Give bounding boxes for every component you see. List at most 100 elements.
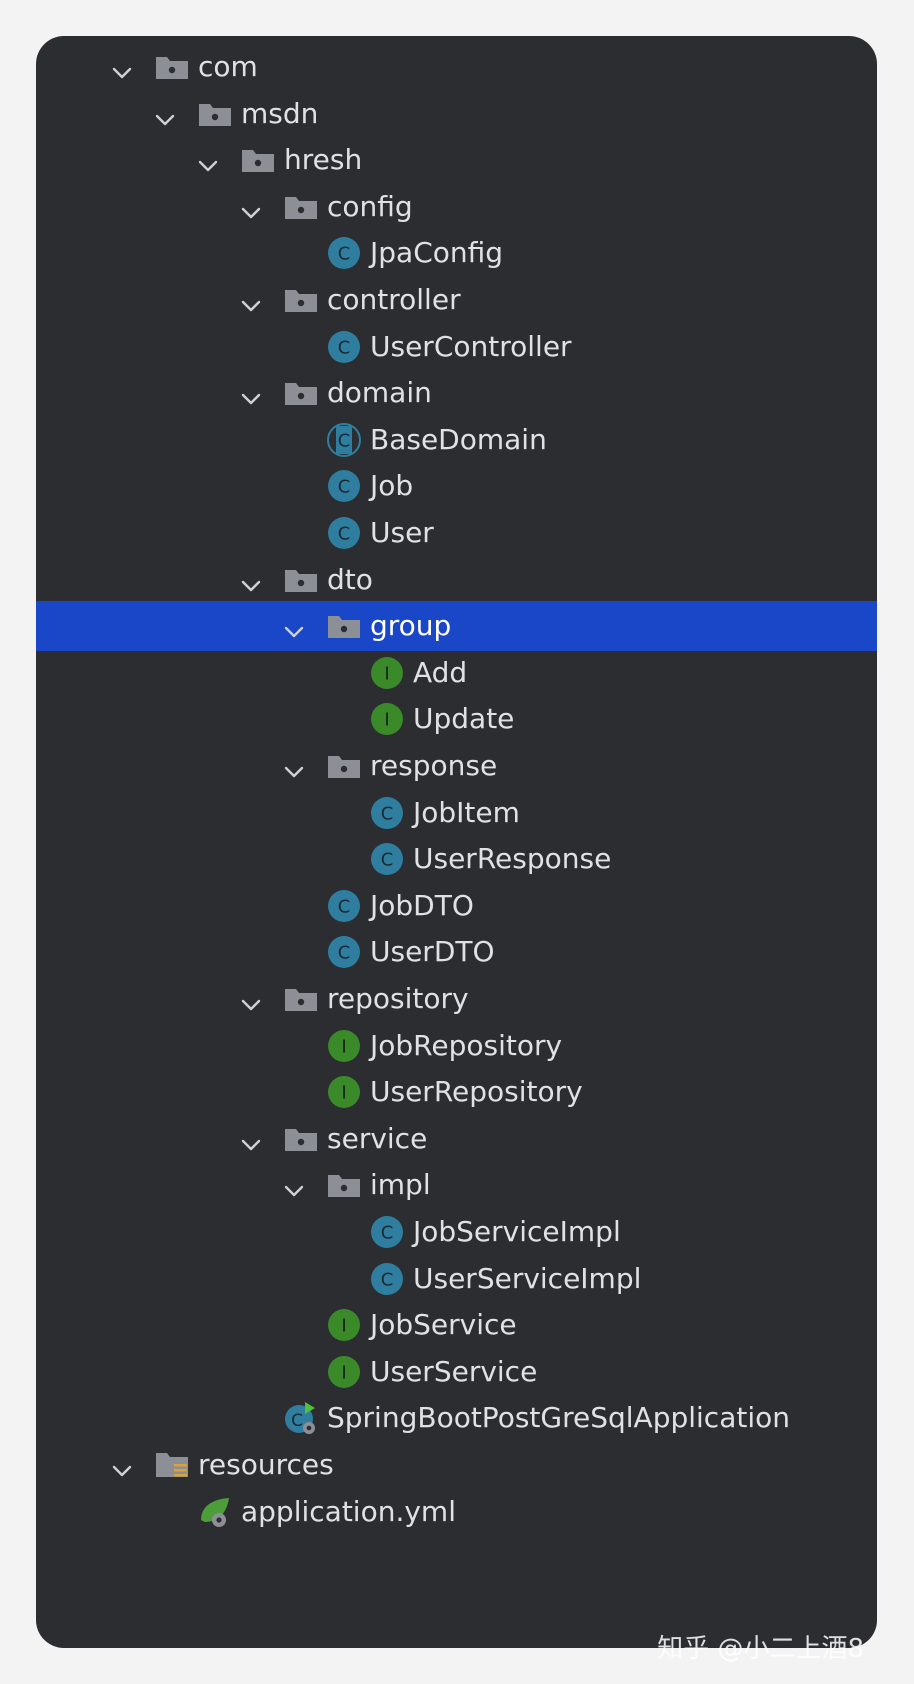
- tree-node-label: UserRepository: [370, 1075, 583, 1109]
- chevron-down-icon[interactable]: [155, 104, 175, 125]
- chevron-down-icon[interactable]: [198, 150, 218, 172]
- class-icon: C: [326, 468, 362, 504]
- tree-node-label: domain: [327, 376, 432, 410]
- spring-config-file-icon: [197, 1494, 233, 1530]
- tree-node-add[interactable]: I Add: [36, 648, 877, 698]
- tree-node-label: SpringBootPostGreSqlApplication: [327, 1401, 790, 1435]
- chevron-down-icon[interactable]: [241, 383, 261, 405]
- package-folder-icon: [197, 96, 233, 132]
- chevron-down-icon[interactable]: [241, 290, 261, 312]
- tree-node-controller[interactable]: controller: [36, 275, 877, 325]
- watermark: 知乎 @小二上酒8: [657, 1634, 864, 1664]
- tree-node-jobdto[interactable]: C JobDTO: [36, 881, 877, 931]
- package-folder-icon: [240, 142, 276, 178]
- svg-text:C: C: [381, 1223, 394, 1244]
- tree-node-label: dto: [327, 562, 373, 596]
- svg-text:C: C: [338, 896, 351, 917]
- tree-node-job[interactable]: C Job: [36, 461, 877, 511]
- tree-node-jobrepository[interactable]: I JobRepository: [36, 1021, 877, 1071]
- package-folder-icon: [326, 608, 362, 644]
- class-icon: C: [326, 934, 362, 970]
- tree-node-impl[interactable]: impl: [36, 1160, 877, 1210]
- tree-node-domain[interactable]: domain: [36, 368, 877, 418]
- tree-node-springbootpostgresqlapplication[interactable]: C SpringBootPostGreSqlApplication: [36, 1393, 877, 1443]
- tree-node-label: JpaConfig: [370, 236, 504, 270]
- svg-text:C: C: [381, 803, 394, 824]
- package-folder-icon: [283, 1121, 319, 1157]
- tree-node-user[interactable]: C User: [36, 508, 877, 558]
- svg-text:I: I: [341, 1036, 346, 1057]
- tree-node-label: User: [370, 516, 434, 549]
- svg-text:I: I: [341, 1362, 346, 1383]
- tree-node-label: BaseDomain: [370, 422, 547, 456]
- tree-node-label: JobDTO: [370, 888, 474, 922]
- chevron-down-icon[interactable]: [284, 1175, 304, 1197]
- tree-node-msdn[interactable]: msdn: [36, 89, 877, 139]
- tree-node-label: UserServiceImpl: [413, 1261, 642, 1295]
- svg-text:C: C: [381, 850, 394, 871]
- abstract-class-icon: C: [326, 422, 362, 458]
- tree-node-label: impl: [370, 1168, 431, 1202]
- tree-node-dto[interactable]: dto: [36, 555, 877, 605]
- tree-node-label: application.yml: [241, 1494, 456, 1528]
- svg-text:C: C: [338, 337, 351, 358]
- package-folder-icon: [326, 1167, 362, 1203]
- tree-node-label: service: [327, 1121, 428, 1155]
- interface-icon: I: [369, 655, 405, 691]
- tree-node-label: Add: [413, 655, 468, 689]
- tree-node-label: Job: [370, 469, 414, 503]
- chevron-down-icon[interactable]: [284, 616, 304, 638]
- interface-icon: I: [369, 701, 405, 737]
- tree-node-label: msdn: [241, 96, 319, 130]
- tree-node-repository[interactable]: repository: [36, 974, 877, 1024]
- interface-icon: I: [326, 1028, 362, 1064]
- tree-node-resources[interactable]: resources: [36, 1440, 877, 1490]
- tree-node-config[interactable]: config: [36, 182, 877, 232]
- chevron-down-icon[interactable]: [241, 197, 261, 218]
- chevron-down-icon[interactable]: [241, 570, 261, 591]
- tree-node-label: JobRepository: [370, 1028, 563, 1062]
- package-folder-icon: [283, 562, 319, 598]
- chevron-down-icon[interactable]: [241, 1129, 261, 1150]
- tree-node-update[interactable]: I Update: [36, 694, 877, 744]
- svg-text:C: C: [338, 524, 351, 545]
- tree-node-userrepository[interactable]: I UserRepository: [36, 1067, 877, 1117]
- chevron-down-icon[interactable]: [284, 756, 304, 778]
- tree-node-group[interactable]: group: [36, 601, 877, 652]
- tree-node-response[interactable]: response: [36, 741, 877, 791]
- tree-node-application-yml[interactable]: application.yml: [36, 1487, 877, 1537]
- class-icon: C: [326, 888, 362, 924]
- svg-text:I: I: [384, 663, 389, 684]
- tree-node-label: hresh: [284, 143, 363, 177]
- interface-icon: I: [326, 1074, 362, 1110]
- chevron-down-icon[interactable]: [112, 1455, 132, 1477]
- tree-node-label: controller: [327, 283, 461, 316]
- svg-text:C: C: [338, 477, 351, 498]
- resources-folder-icon: [154, 1447, 190, 1483]
- svg-text:I: I: [384, 710, 389, 731]
- package-folder-icon: [283, 981, 319, 1017]
- class-icon: C: [369, 841, 405, 877]
- svg-text:I: I: [341, 1083, 346, 1104]
- svg-text:C: C: [291, 1411, 303, 1431]
- svg-text:I: I: [341, 1316, 346, 1337]
- tree-node-service[interactable]: service: [36, 1114, 877, 1164]
- tree-node-com[interactable]: com: [36, 42, 877, 92]
- interface-icon: I: [326, 1307, 362, 1343]
- tree-node-label: Update: [413, 702, 515, 736]
- spring-boot-app-icon: C: [283, 1400, 319, 1436]
- chevron-down-icon[interactable]: [241, 989, 261, 1011]
- chevron-down-icon[interactable]: [112, 57, 132, 79]
- tree-node-hresh[interactable]: hresh: [36, 135, 877, 185]
- svg-text:C: C: [338, 943, 351, 964]
